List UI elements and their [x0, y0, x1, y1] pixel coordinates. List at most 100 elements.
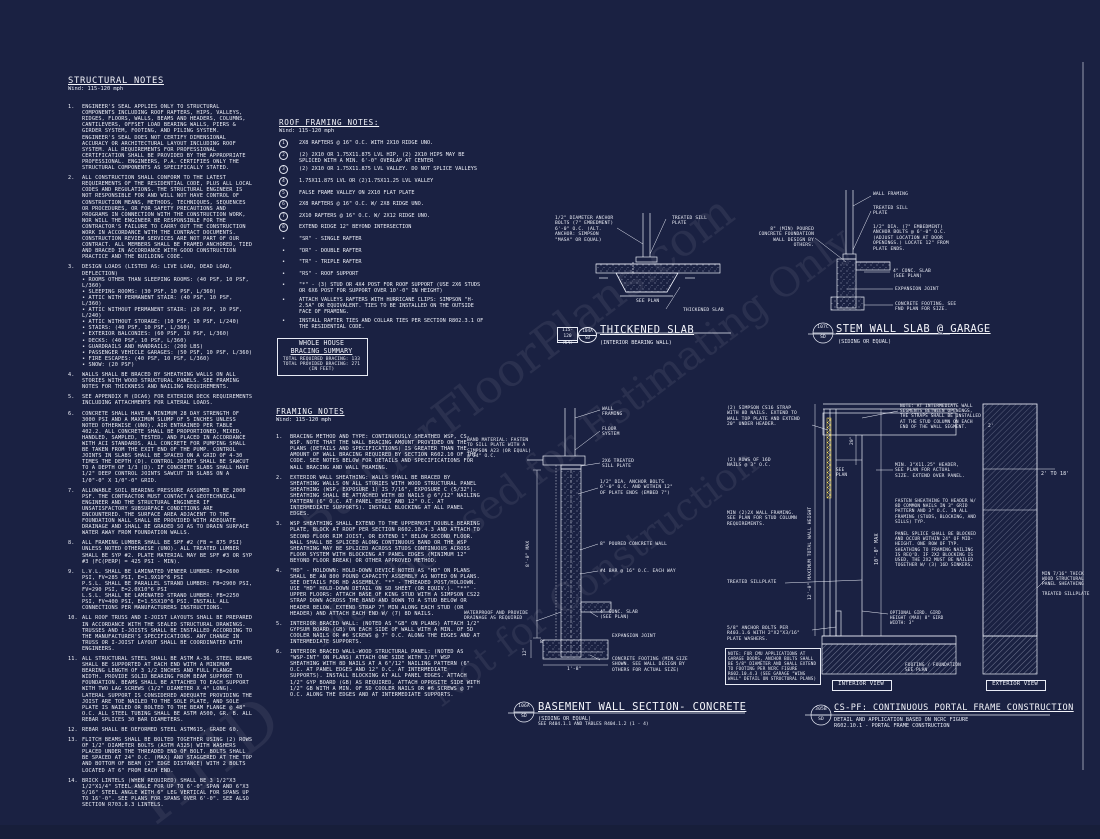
roof-framing-item: • "DR" - double rafter — [279, 248, 484, 257]
note-number: 4. — [68, 372, 75, 379]
bw-dim-wall: 8'-0" MAX — [526, 540, 531, 567]
ts-tag-top: 115-120 — [558, 328, 577, 341]
marker-circle: 3 — [279, 165, 288, 175]
roof-framing-list: 12x8 rafters @ 16" o.c. with 2x10 ridge … — [279, 139, 484, 333]
sw-slab-label: 4" CONC. SLAB (SEE PLAN) — [893, 269, 931, 280]
pf-strap-label: (2) SIMPSON CS16 STRAP WITH 8d NAILS. EX… — [727, 406, 800, 428]
roof-framing-item: •"RS" - roof support — [279, 271, 484, 280]
bracing-title1: WHOLE HOUSE — [298, 339, 345, 347]
portal-title: CS-PF: CONTINUOUS PORTAL FRAME CONSTRUCT… — [834, 703, 1074, 713]
note-number: 2. — [68, 175, 75, 182]
roof-framing-text: False frame valley on 2x10 flat plate — [299, 189, 415, 196]
marker-circle: 4 — [279, 176, 288, 186]
note-text: Concrete shall have a minimum 28 day str… — [82, 410, 249, 484]
roof-framing-item: •Attach valleys rafters with hurricane c… — [279, 297, 484, 315]
note-item: 4. "HD" - holdown: hold-down device noted… — [276, 568, 480, 617]
pf-header-label: MIN. 3"x11.25" HEADER, SEE PLAN FOR ACTU… — [895, 463, 965, 479]
note-number: 4. — [276, 567, 283, 574]
roof-framing-item: •"SR" - single rafter — [279, 236, 484, 245]
roof-framing-item: •Install rafter ties and collar ties per… — [279, 318, 484, 330]
note-text: WSP sheathing shall extend to the upperm… — [290, 521, 480, 564]
pf-footing: FOOTING / FOUNDATION SEE PLAN — [905, 663, 961, 674]
marker-circle: 5 — [279, 188, 288, 198]
roof-framing-item: 2(2) 2x10 or 1.75x11.875 LVL hip, (2) 2x… — [279, 150, 484, 164]
marker-circle: 7 — [279, 211, 288, 221]
roof-framing-text: "*" - (3) stud or 4x4 post for roof supp… — [299, 282, 481, 295]
pf-tag-top: 305B — [815, 707, 827, 712]
roof-framing-wind: Wind: 115-120 mph — [279, 128, 335, 134]
roof-framing-text: 1.75x11.875 LVL or (2)1.75x11.25 LVL val… — [299, 177, 434, 184]
pf-anchor: 5/8" ANCHOR BOLTS PER R403.1.6 WITH 2"x2… — [727, 626, 800, 642]
bullet-icon: • — [282, 270, 286, 277]
note-number: 14. — [68, 777, 78, 784]
portal-subtitle2: R602.10.1 - PORTAL FRAME CONSTRUCTION — [834, 723, 950, 729]
note-number: 9. — [68, 568, 75, 575]
basement-subtitle: (SIDING OR EQUAL) — [538, 716, 592, 722]
roof-framing-text: "SR" - single rafter — [299, 235, 362, 242]
roof-framing-item: 12x8 rafters @ 16" o.c. with 2x10 ridge … — [279, 139, 484, 149]
roof-framing-text: (2) 2x10 or 1.75x11.875 LVL valley. Do n… — [299, 166, 478, 173]
note-number: 10. — [68, 615, 78, 622]
note-item: 3.WSP sheathing shall extend to the uppe… — [276, 521, 480, 564]
bw-wall-label: WALL FRAMING — [602, 407, 623, 418]
pf-note-cmu: NOTE: FOR CMU APPLICATIONS AT GARAGE DOO… — [725, 648, 821, 685]
bw-dim-12: 12" — [523, 647, 528, 656]
note-item: 2.Exterior wall sheathing: walls shall b… — [276, 475, 480, 518]
ts-tag-wind: 115-120 MPH — [557, 327, 578, 346]
note-item: 10. All roof truss and I-joist layouts sh… — [68, 615, 254, 652]
note-text: Design loads (listed as: live load, dead… — [82, 264, 253, 368]
note-item: 5.See appendix M (DCA6) for exterior dec… — [68, 394, 254, 406]
pf-dim-2to18: 2' TO 18' — [1041, 471, 1070, 477]
roof-framing-title: ROOF FRAMING NOTES: — [279, 118, 380, 127]
sw-wall-label: WALL FRAMING — [873, 192, 908, 197]
pf-dim-2ft: 2' — [988, 424, 994, 429]
bw-floor-label: FLOOR SYSTEM — [602, 427, 620, 438]
roof-framing-text: Extend ridge 12" beyond intersection — [299, 224, 412, 231]
thickened-slab-title: THICKENED SLAB — [600, 324, 695, 336]
pf-dim-20: 20" — [850, 436, 855, 445]
ts-anchor-label: 1/2" diameter anchor bolts (7" embedment… — [555, 216, 614, 243]
marker-circle: 8 — [279, 223, 288, 233]
bullet-icon: • — [282, 259, 286, 266]
portal-subtitle: DETAIL AND APPLICATION BASED ON NCRC FIG… — [834, 717, 969, 723]
marker-circle: 1 — [279, 139, 288, 148]
bw-footing-label: CONCRETE FOOTING (MIN SIZE SHOWN. SEE WA… — [612, 657, 688, 673]
sw-footing-label: CONCRETE FOOTING. SEE FND PLAN FOR SIZE. — [895, 302, 957, 313]
roof-framing-item: 8 Extend ridge 12" beyond intersection — [279, 223, 484, 233]
note-number: 7. — [68, 487, 75, 494]
note-text: Rebar shall be deformed steel ASTM615, g… — [82, 727, 240, 733]
pf-fasten: FASTEN SHEATHING TO HEADER W/ 8d COMMON … — [895, 499, 977, 525]
bw-dim-foot: 1'-8" — [567, 667, 582, 672]
basement-title: BASEMENT WALL SECTION- CONCRETE — [538, 701, 747, 713]
note-number: 6. — [68, 410, 75, 417]
bracing-line1: TOTAL REQUIRED BRACING: 133 — [282, 357, 361, 362]
note-item: 2.All construction shall conform to the … — [68, 175, 254, 260]
structural-wind: Wind: 115-120 mph — [68, 86, 124, 92]
note-text: Interior braced wall-wood structural pan… — [290, 649, 480, 698]
sw-anchor-label: 1/2" DIA. (7" EMBEDMENT) ANCHOR BOLTS @ … — [873, 225, 949, 252]
note-item: 1.Engineer's seal applies only to struct… — [68, 104, 254, 171]
pf-optional: OPTIONAL GIRD. GIRD HEIGHT (MAX) 8" GIRD… — [890, 610, 944, 625]
pf-treated: TREATED SILLPLATE — [727, 580, 777, 585]
ts-see-plan: SEE PLAN — [636, 299, 660, 304]
structural-notes-title: STRUCTURAL NOTES — [68, 76, 164, 86]
note-text: Bracing method and type: continuously sh… — [290, 434, 477, 471]
marker-circle: 2 — [279, 150, 288, 160]
note-text: "HD" - holdown: hold-down device noted a… — [290, 567, 480, 617]
note-text: Engineer's seal applies only to structur… — [82, 104, 246, 172]
ts-slab-label: THICKENED SLAB — [683, 308, 724, 313]
note-number: 6. — [276, 649, 283, 656]
note-text: All roof truss and I-joist layouts shall… — [82, 615, 253, 652]
roof-framing-text: "DR" - double rafter — [299, 247, 362, 254]
bw-tag-bottom: SD — [521, 714, 527, 719]
bw-slab-label: 4" CONC. SLAB (SEE PLAN) — [600, 610, 638, 621]
interior-view-label: INTERIOR VIEW — [838, 681, 884, 687]
note-number: 3. — [68, 264, 75, 271]
note-text: Interior braced wall: (noted as "GB" on … — [290, 620, 480, 645]
bullet-icon: • — [282, 247, 286, 254]
roof-framing-text: Install rafter ties and collar ties per … — [299, 317, 484, 331]
stem-wall-title: STEM WALL SLAB @ GARAGE — [836, 323, 991, 335]
bw-rebar-label: #4 BAR @ 16" O.C. EACH WAY — [600, 569, 676, 574]
